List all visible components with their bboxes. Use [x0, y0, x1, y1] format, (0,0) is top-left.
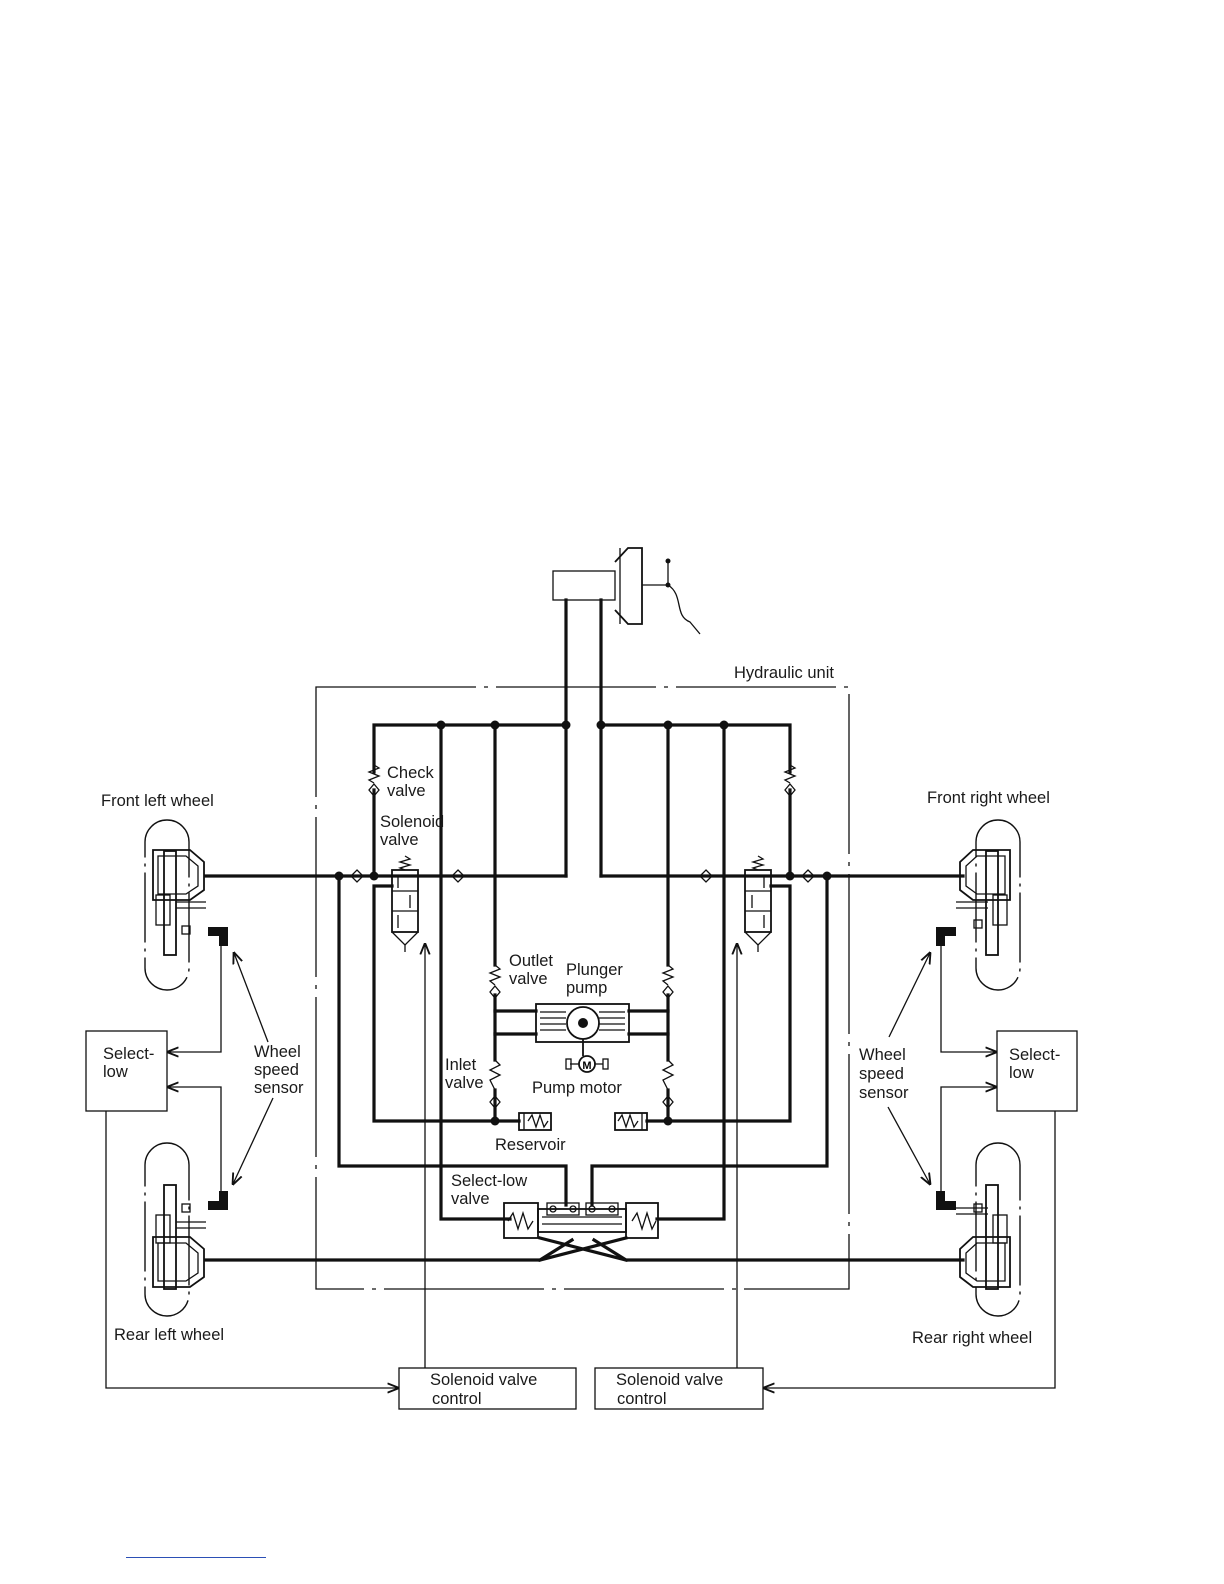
front-right-wheel: [956, 820, 1020, 990]
wheel-speed-sensor-right-line1: Wheel: [859, 1046, 906, 1064]
check-valve-label-line2: valve: [387, 782, 426, 800]
solenoid-control-left-line1: Solenoid valve: [430, 1371, 537, 1389]
plunger-pump-label-line1: Plunger: [566, 961, 623, 979]
hydraulic-unit-label: Hydraulic unit: [734, 664, 834, 682]
solenoid-control-right-line2: control: [617, 1390, 667, 1408]
select-low-valve-label-line2: valve: [451, 1190, 490, 1208]
solenoid-valve-label-line2: valve: [380, 831, 419, 849]
pump-motor-label: Pump motor: [532, 1079, 622, 1097]
solenoid-control-left-line2: control: [432, 1390, 482, 1408]
inlet-valve-label-line2: valve: [445, 1074, 484, 1092]
wheel-speed-sensor-left-line3: sensor: [254, 1079, 304, 1097]
wheel-speed-sensor-right-line3: sensor: [859, 1084, 909, 1102]
reservoir-label: Reservoir: [495, 1136, 566, 1154]
solenoid-control-right-line1: Solenoid valve: [616, 1371, 723, 1389]
reservoir-left: [519, 1113, 551, 1130]
outlet-valve-label-line1: Outlet: [509, 952, 553, 970]
plunger-pump: [536, 1004, 629, 1056]
solenoid-valve-left: [392, 856, 418, 952]
solenoid-valve-label-line1: Solenoid: [380, 813, 444, 831]
wheel-speed-sensor-left-line1: Wheel: [254, 1043, 301, 1061]
rear-left-wheel: [145, 1143, 206, 1316]
pump-motor-icon: M: [566, 1056, 608, 1072]
check-valve-label-line1: Check: [387, 764, 435, 782]
inlet-valve-label-line1: Inlet: [445, 1056, 477, 1074]
front-right-wheel-label: Front right wheel: [927, 789, 1050, 807]
footer-rule: [126, 1557, 266, 1558]
outlet-valve-label-line2: valve: [509, 970, 548, 988]
reservoir-right: [615, 1113, 647, 1130]
front-left-wheel: [145, 820, 206, 990]
signal-wires: [106, 944, 1055, 1388]
select-low-left-label-line1: Select-: [103, 1045, 154, 1063]
rear-right-wheel: [956, 1143, 1020, 1316]
select-low-valve: [504, 1203, 658, 1238]
select-low-right-label-line2: low: [1009, 1064, 1034, 1082]
rear-right-wheel-label: Rear right wheel: [912, 1329, 1032, 1347]
select-low-valve-label-line1: Select-low: [451, 1172, 527, 1190]
plunger-pump-label-line2: pump: [566, 979, 607, 997]
front-left-wheel-label: Front left wheel: [101, 792, 214, 810]
svg-text:M: M: [582, 1060, 591, 1072]
master-cylinder: [553, 548, 700, 634]
rear-left-wheel-label: Rear left wheel: [114, 1326, 224, 1344]
select-low-left-label-line2: low: [103, 1063, 128, 1081]
wheel-speed-sensor-left-line2: speed: [254, 1061, 299, 1079]
diagram-labels: Front left wheel Front right wheel Rear …: [101, 764, 1060, 1408]
solenoid-valve-right: [745, 856, 771, 952]
select-low-right-label-line1: Select-: [1009, 1046, 1060, 1064]
wheel-speed-sensor-right-line2: speed: [859, 1065, 904, 1083]
